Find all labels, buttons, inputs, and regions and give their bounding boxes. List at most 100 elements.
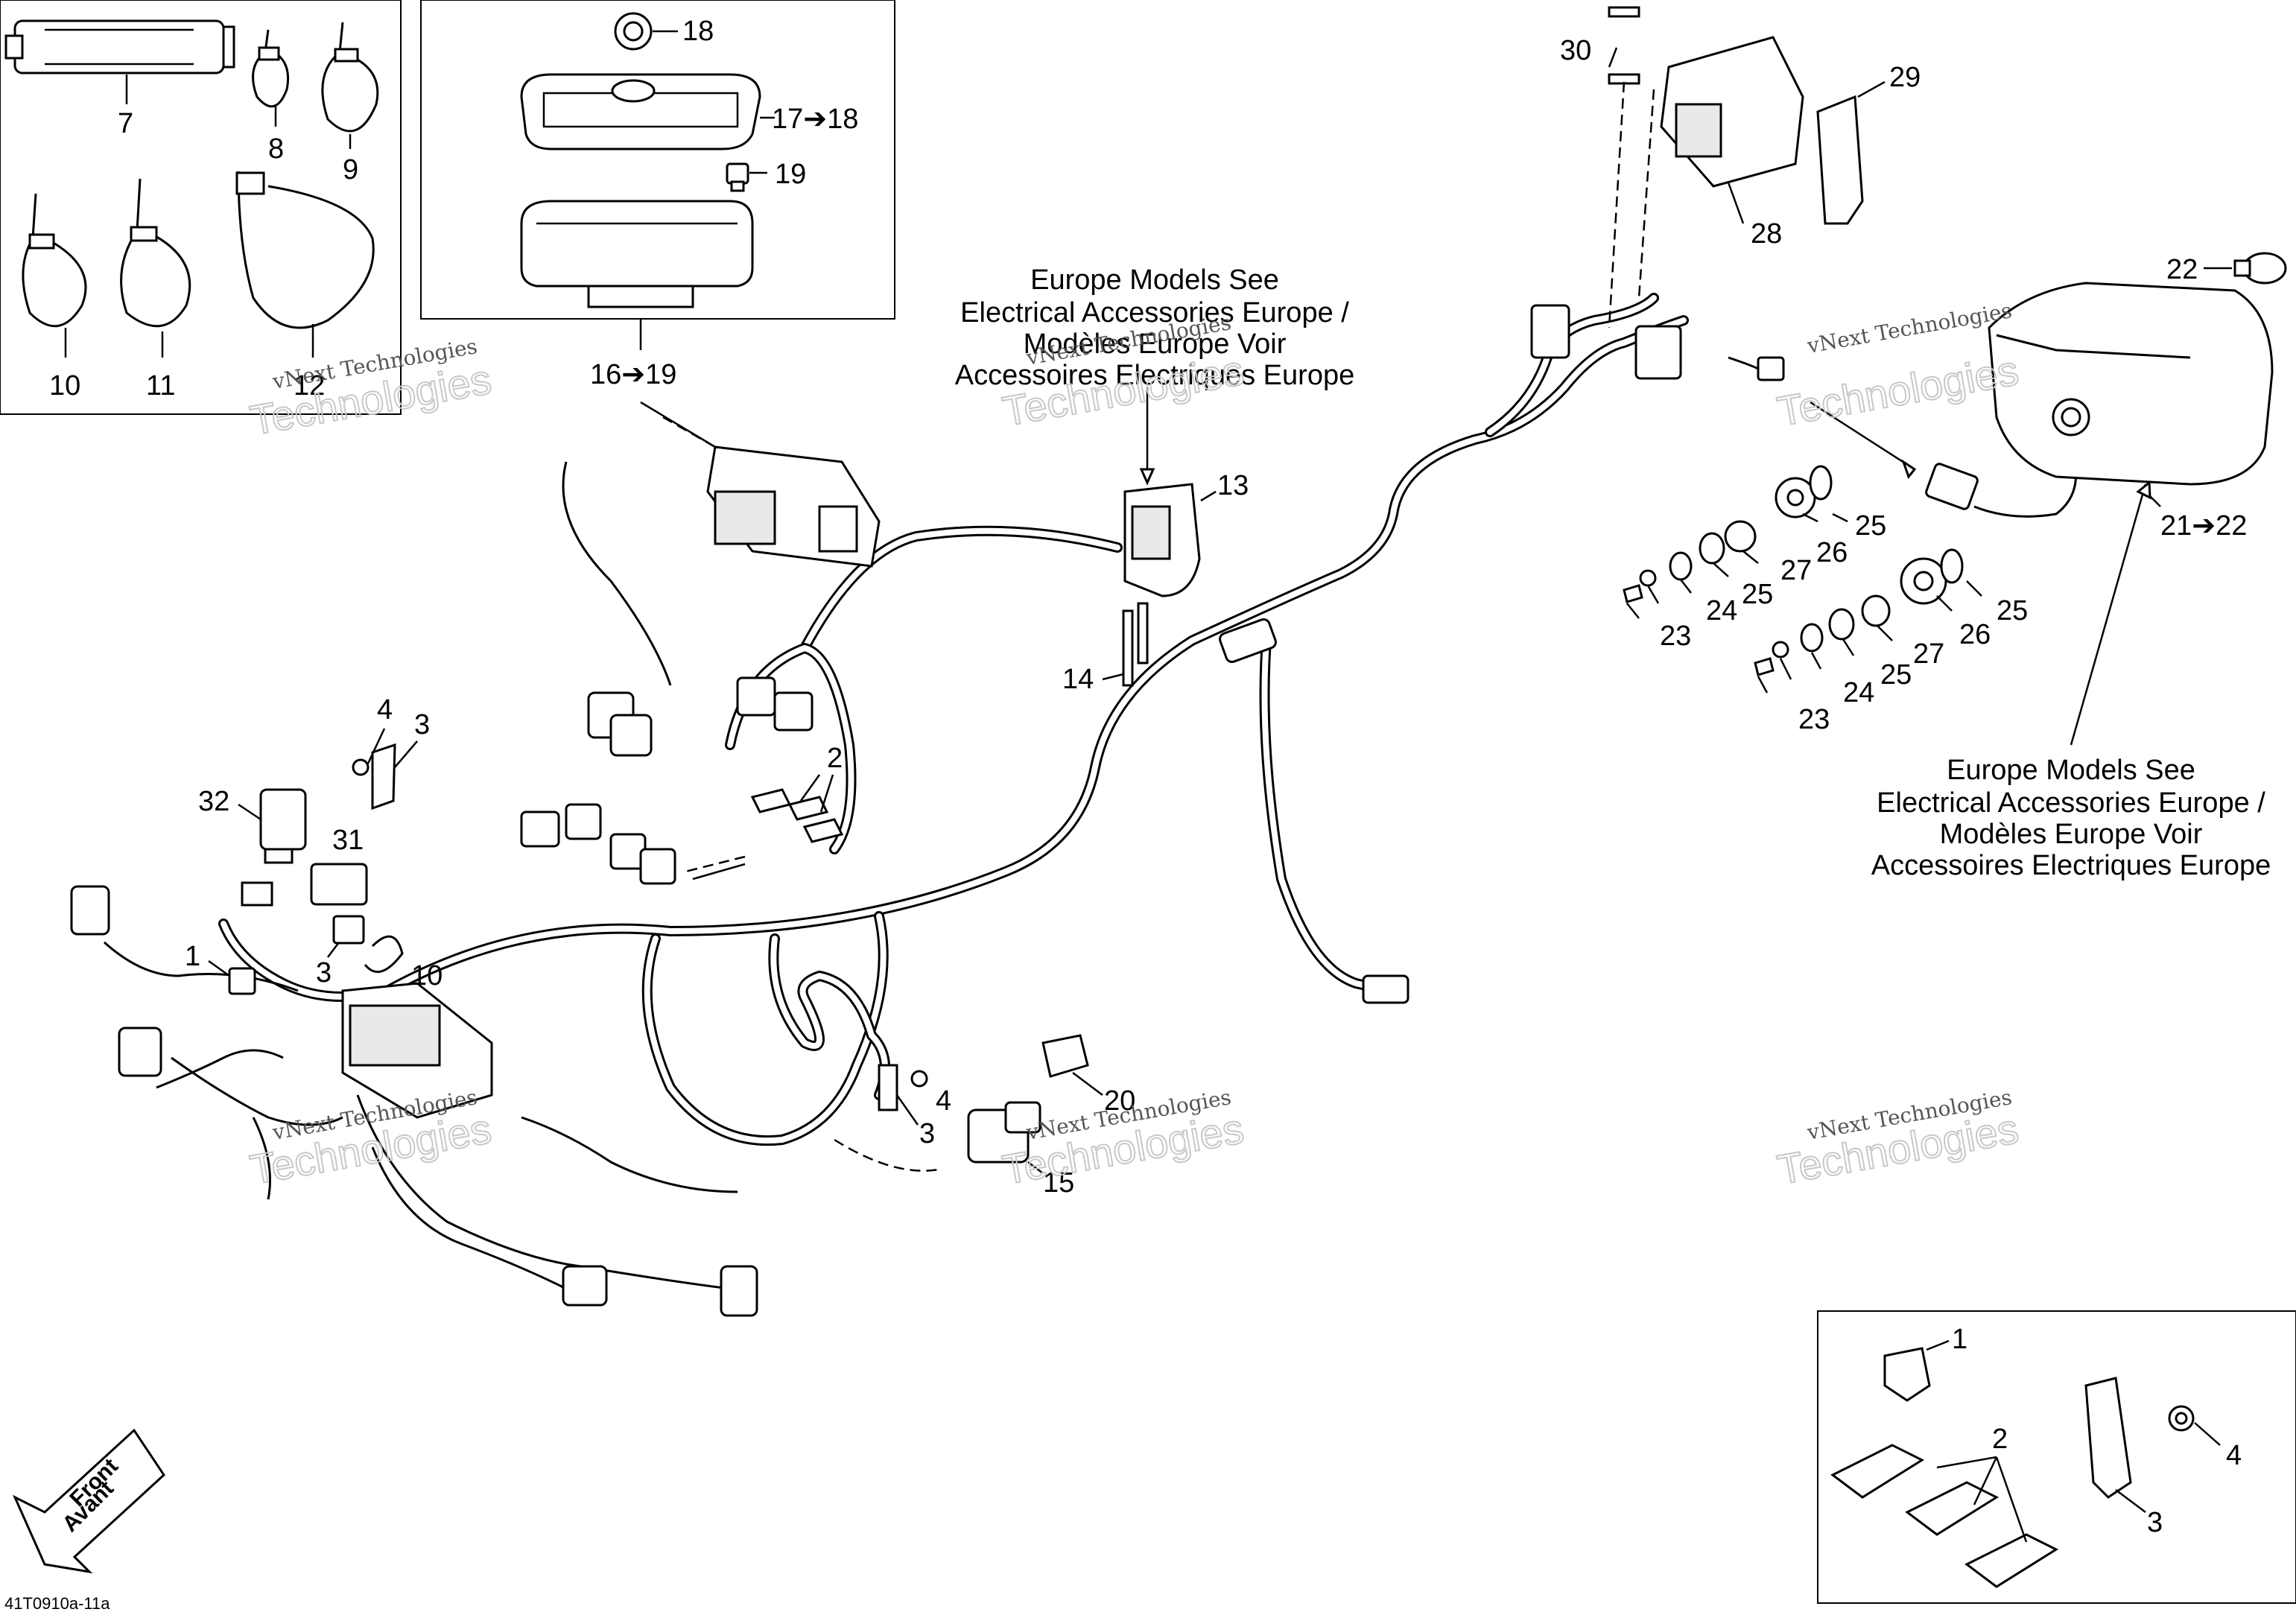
note-right-line-2: Electrical Accessories Europe / xyxy=(1877,787,2265,819)
callout-4-c: 4 xyxy=(2226,1440,2242,1471)
callout-10: 10 xyxy=(411,960,443,991)
bolt-part-30 xyxy=(1608,6,1640,85)
cable-tie-part-11 xyxy=(120,178,191,328)
note-right-line-1: Europe Models See xyxy=(1947,755,2195,786)
watermark-text: vNext Technologies xyxy=(1805,298,2014,358)
callout-21-22: 21➔22 xyxy=(2160,510,2247,542)
callout-1: 1 xyxy=(185,941,200,972)
callout-10: 10 xyxy=(49,370,80,402)
watermark-group: vNext Technologies Technologies vNext Te… xyxy=(246,298,2023,1194)
callout-15: 15 xyxy=(1043,1167,1074,1199)
callout-32: 32 xyxy=(198,786,229,817)
cable-tie-part-10 xyxy=(22,193,87,328)
callout-4: 4 xyxy=(377,694,393,726)
callout-22: 22 xyxy=(2166,254,2198,285)
connector-part-31 xyxy=(310,863,368,906)
fuse-box xyxy=(341,982,493,1119)
gauge-bulb-part-19 xyxy=(726,162,749,192)
rear-connectors xyxy=(1530,304,2078,518)
note-europe-top: Europe Models See Electrical Accessories… xyxy=(955,264,1354,391)
callout-24: 24 xyxy=(1706,595,1737,626)
sealant-tube-part-7 xyxy=(4,19,235,74)
watermark-outline: Technologies xyxy=(1774,346,2022,435)
callout-2: 2 xyxy=(827,743,843,774)
callout-7: 7 xyxy=(118,108,133,139)
gauge-cover-part-17 xyxy=(520,73,761,150)
callout-16-19: 16➔19 xyxy=(590,359,676,390)
tie-part-10-main xyxy=(364,935,404,973)
note-right-line-4: Accessoires Electriques Europe xyxy=(1871,850,2271,881)
cable-tie-part-9 xyxy=(321,22,379,133)
callout-2-b: 2 xyxy=(1992,1424,2008,1455)
hardware-stack-lower xyxy=(1754,548,1964,676)
note-top-line-4: Accessoires Electriques Europe xyxy=(955,360,1354,391)
callout-3-d: 3 xyxy=(2147,1507,2163,1538)
inset-box-clip-detail xyxy=(1817,1310,2296,1604)
module-part-28 xyxy=(1660,36,1804,188)
clip-detail-part-4 xyxy=(2168,1405,2195,1432)
gauge-housing xyxy=(520,200,754,308)
callout-17-18: 17➔18 xyxy=(772,104,858,135)
callout-24-b: 24 xyxy=(1843,677,1874,708)
front-direction-arrow: Front Avant xyxy=(12,1428,165,1574)
inset-box-consumables xyxy=(0,0,402,415)
callout-23: 23 xyxy=(1660,621,1691,652)
note-top-line-1: Europe Models See xyxy=(1030,264,1279,296)
figure-code: 41T0910a-11a xyxy=(4,1594,110,1613)
callout-29: 29 xyxy=(1889,62,1921,93)
callout-25: 25 xyxy=(1855,510,1886,542)
callout-1-b: 1 xyxy=(1952,1324,1967,1355)
callout-12: 12 xyxy=(294,370,325,402)
callout-25-b: 25 xyxy=(1742,579,1773,610)
callout-20: 20 xyxy=(1104,1085,1135,1117)
bracket-part-29 xyxy=(1816,95,1864,225)
bracket-part-3-center xyxy=(878,1064,898,1111)
switch-part-15 xyxy=(967,1101,1041,1164)
callout-18: 18 xyxy=(682,16,714,47)
callout-4-b: 4 xyxy=(936,1085,951,1117)
callout-9: 9 xyxy=(343,154,358,185)
nut-part-4-center xyxy=(910,1070,928,1088)
hardware-callout-leaders xyxy=(1626,513,1982,694)
ecu-module xyxy=(706,445,881,568)
callout-26-b: 26 xyxy=(1959,619,1991,650)
switch-part-20 xyxy=(1041,1034,1089,1078)
gauge-knob-part-18 xyxy=(614,12,653,51)
relay-part-32 xyxy=(241,788,307,907)
connector-left-1 xyxy=(70,885,758,1317)
module-part-13 xyxy=(1123,483,1201,597)
note-right-line-3: Modèles Europe Voir xyxy=(1940,819,2203,850)
inset-box-gauge xyxy=(420,0,895,320)
bolt-part-14 xyxy=(1122,602,1149,687)
callout-8: 8 xyxy=(268,133,284,165)
callout-3: 3 xyxy=(414,709,430,740)
callout-26: 26 xyxy=(1816,537,1848,568)
callout-28: 28 xyxy=(1751,218,1782,250)
callout-3-c: 3 xyxy=(919,1118,935,1149)
note-europe-right: Europe Models See Electrical Accessories… xyxy=(1871,755,2271,881)
clip-part-2-main xyxy=(750,788,844,843)
callout-25-c: 25 xyxy=(1997,595,2028,626)
callout-31: 31 xyxy=(332,825,364,856)
bracket-part-3-lower xyxy=(332,915,365,945)
callout-30: 30 xyxy=(1560,35,1591,66)
clip-detail-part-2 xyxy=(1830,1444,2059,1588)
callout-27-b: 27 xyxy=(1913,638,1944,670)
left-harness-branches xyxy=(103,461,939,1290)
inline-connector-mid xyxy=(1219,618,1409,1004)
callout-3-b: 3 xyxy=(316,957,332,989)
callout-23-b: 23 xyxy=(1798,704,1830,735)
bracket-part-3-upper xyxy=(371,743,396,810)
note-top-line-2: Electrical Accessories Europe / xyxy=(960,297,1349,329)
callout-14: 14 xyxy=(1062,664,1094,695)
cable-tie-part-12 xyxy=(235,171,375,329)
callout-27: 27 xyxy=(1780,555,1812,586)
clip-detail-part-1 xyxy=(1883,1347,1931,1402)
clip-detail-part-3 xyxy=(2084,1377,2132,1499)
nut-part-4-upper xyxy=(352,758,370,776)
hardware-stack-upper xyxy=(1623,465,1833,603)
clip-part-1 xyxy=(228,967,256,995)
note-top-line-3: Modèles Europe Voir xyxy=(1024,329,1287,360)
connector-plugs-upper xyxy=(520,676,814,885)
cable-tie-part-8 xyxy=(252,29,290,108)
